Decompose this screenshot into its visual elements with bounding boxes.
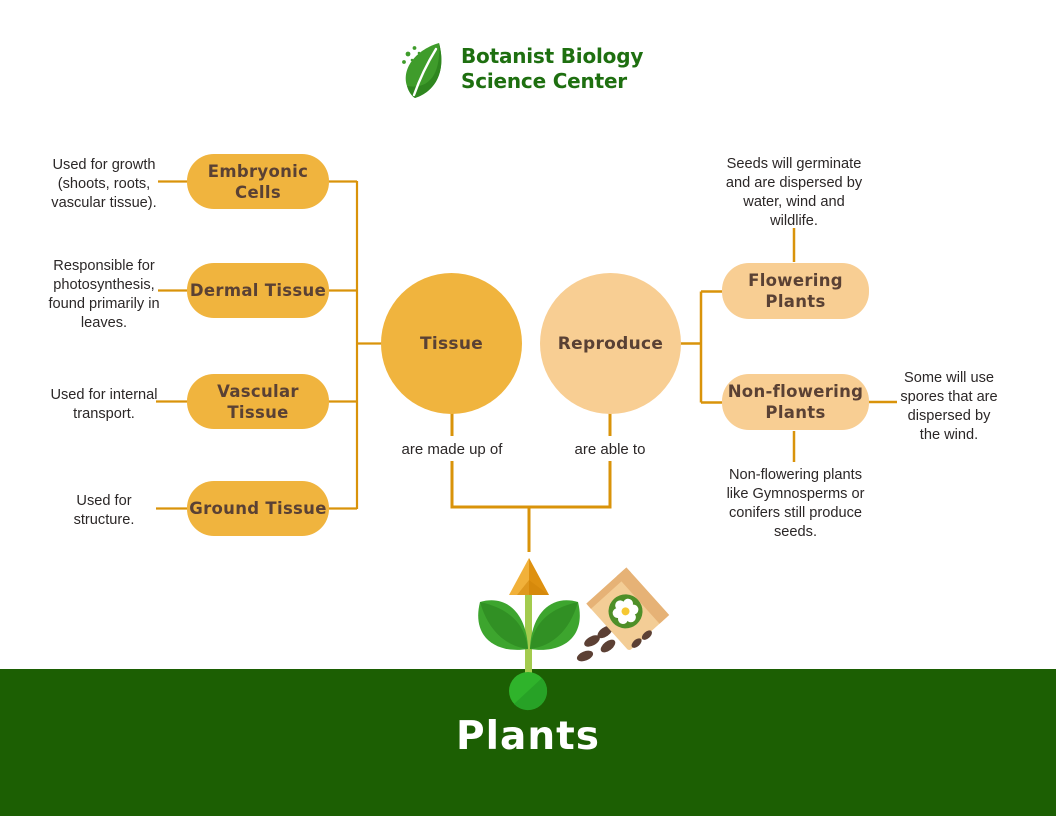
page-title: Plants <box>456 714 600 759</box>
note-vascular-tissue: Used for internal transport. <box>50 387 158 422</box>
note-non-flowering-seeds: Non-flowering plants like Gymnosperms or… <box>726 467 865 540</box>
sprout-leaves <box>478 600 580 650</box>
hub-label: Tissue <box>419 333 484 354</box>
node-label: Embryonic Cells <box>207 161 309 202</box>
seed-packet-illustration <box>576 567 670 662</box>
sprout-illustration <box>478 558 580 711</box>
node-label: Non-flowering Plants <box>727 382 864 422</box>
node-ground-tissue: Ground Tissue <box>187 481 329 536</box>
node-label: Flowering Plants <box>748 271 843 311</box>
caption-tissue: are made up of <box>401 441 503 458</box>
logo: Botanist Biology Science Center <box>398 40 643 100</box>
caption-reproduce: are able to <box>574 441 646 458</box>
note-flowering-plants: Seeds will germinate and are dispersed b… <box>725 156 863 229</box>
node-vascular-tissue: Vascular Tissue <box>187 374 329 429</box>
logo-title-line1: Botanist Biology <box>461 44 644 68</box>
node-label: Dermal Tissue <box>189 281 327 300</box>
sprout-bulb <box>509 672 548 711</box>
node-embryonic-cells: Embryonic Cells <box>187 154 329 209</box>
note-ground-tissue: Used for structure. <box>73 493 135 528</box>
up-arrow-icon <box>509 558 549 595</box>
hub-label: Reproduce <box>557 333 664 354</box>
node-label: Vascular Tissue <box>217 381 299 422</box>
note-non-flowering-spores: Some will use spores that are dispersed … <box>900 370 998 443</box>
hub-tissue: Tissue <box>381 273 522 414</box>
hub-reproduce: Reproduce <box>540 273 681 414</box>
logo-title: Botanist Biology Science Center <box>461 44 643 94</box>
logo-title-line2: Science Center <box>461 69 627 93</box>
leaf-logo-icon <box>402 43 442 98</box>
node-flowering-plants: Flowering Plants <box>722 263 869 319</box>
daisy-icon <box>608 594 643 629</box>
node-dermal-tissue: Dermal Tissue <box>187 263 329 318</box>
note-embryonic-cells: Used for growth (shoots, roots, vascular… <box>51 157 157 211</box>
seed-packet <box>586 567 670 650</box>
node-non-flowering-plants: Non-flowering Plants <box>722 374 869 430</box>
seeds <box>576 625 616 662</box>
note-dermal-tissue: Responsible for photosynthesis, found pr… <box>48 258 160 331</box>
node-label: Ground Tissue <box>189 499 327 518</box>
